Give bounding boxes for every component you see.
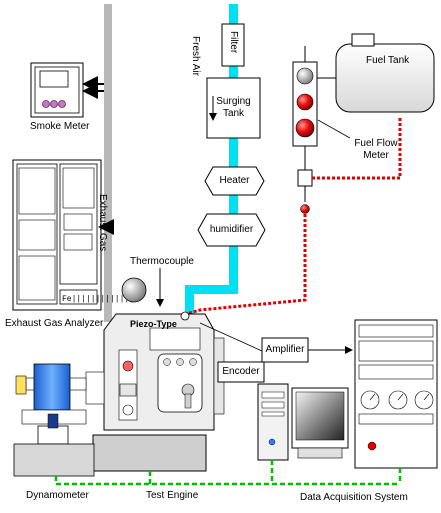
test-engine — [85, 311, 225, 472]
thermocouple — [121, 268, 164, 307]
dynamometer — [13, 363, 95, 477]
heater-box — [204, 166, 265, 196]
surging-tank-box — [206, 77, 261, 139]
encoder-box — [217, 361, 265, 383]
signal-lines — [54, 460, 402, 486]
piezo-type-label: Piezo-Type — [130, 319, 177, 329]
fuel-flow-meter — [292, 46, 318, 214]
data-acquisition-system-label: Data Acquisition System — [300, 492, 408, 503]
dynamometer-label: Dynamometer — [26, 490, 89, 501]
filter-box — [221, 23, 245, 67]
fuel-flow-meter-leader — [317, 119, 351, 139]
air-duct — [185, 4, 238, 315]
fuel-tank-label: Fuel Tank — [366, 55, 410, 66]
amplifier-label: Amplifier — [265, 344, 305, 355]
computer — [257, 383, 349, 461]
filter-label: Filter — [228, 31, 239, 54]
exhaust-gas-analyzer — [12, 159, 102, 311]
exhaust-gas-analyzer-label: Exhaust Gas Analyzer — [5, 318, 104, 329]
amplifier-box — [261, 337, 309, 363]
exhaust-gas-label: Exhaust Gas — [97, 194, 108, 252]
surging-tank-label: Surging Tank — [216, 96, 251, 119]
exhaust-pipe — [104, 4, 112, 322]
smoke-meter-label: Smoke Meter — [30, 121, 90, 132]
smoke-meter — [30, 62, 84, 118]
thermocouple-label: Thermocouple — [130, 256, 194, 267]
test-engine-label: Test Engine — [146, 490, 199, 501]
encoder-label: Encoder — [222, 366, 260, 377]
fresh-air-label: Fresh Air — [190, 36, 201, 77]
humidifier-label: humidifier — [209, 224, 254, 235]
analyzer-panel-text: Fe||||||||||||| — [62, 295, 134, 304]
smoke-meter-arrows — [82, 76, 104, 99]
humidifier-box — [197, 213, 266, 247]
fuel-flow-meter-label: Fuel Flow Meter — [354, 138, 398, 161]
fuel-tank — [335, 33, 435, 113]
heater-label: Heater — [219, 175, 250, 186]
data-acquisition-rack — [354, 319, 438, 469]
piezo-leader — [199, 322, 263, 352]
